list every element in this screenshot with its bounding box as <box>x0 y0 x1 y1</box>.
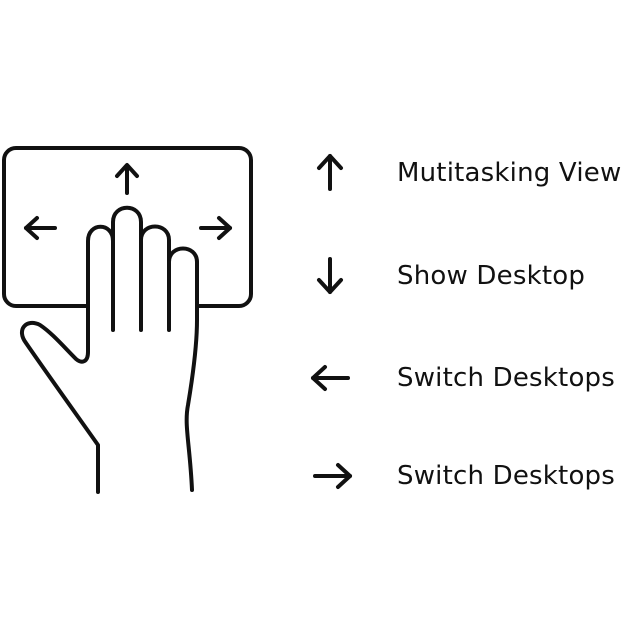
arrow-left-icon <box>311 365 350 391</box>
arrow-up-icon <box>317 154 343 191</box>
legend-label: Show Desktop <box>397 261 586 291</box>
legend-row-switch-right: Switch Desktops <box>300 446 640 506</box>
legend-row-switch-left: Switch Desktops <box>300 348 640 408</box>
legend-label: Mutitasking View <box>397 158 622 188</box>
legend-label: Switch Desktops <box>397 461 615 491</box>
arrow-right-icon <box>313 463 352 489</box>
four-finger-hand-icon <box>20 205 199 494</box>
arrow-left-icon <box>24 216 57 240</box>
legend-row-multitasking: Mutitasking View <box>300 143 640 203</box>
arrow-up-icon <box>115 163 139 195</box>
legend-label: Switch Desktops <box>397 363 615 393</box>
arrow-right-icon <box>199 216 232 240</box>
legend-row-show-desktop: Show Desktop <box>300 246 640 306</box>
arrow-down-icon <box>317 257 343 294</box>
